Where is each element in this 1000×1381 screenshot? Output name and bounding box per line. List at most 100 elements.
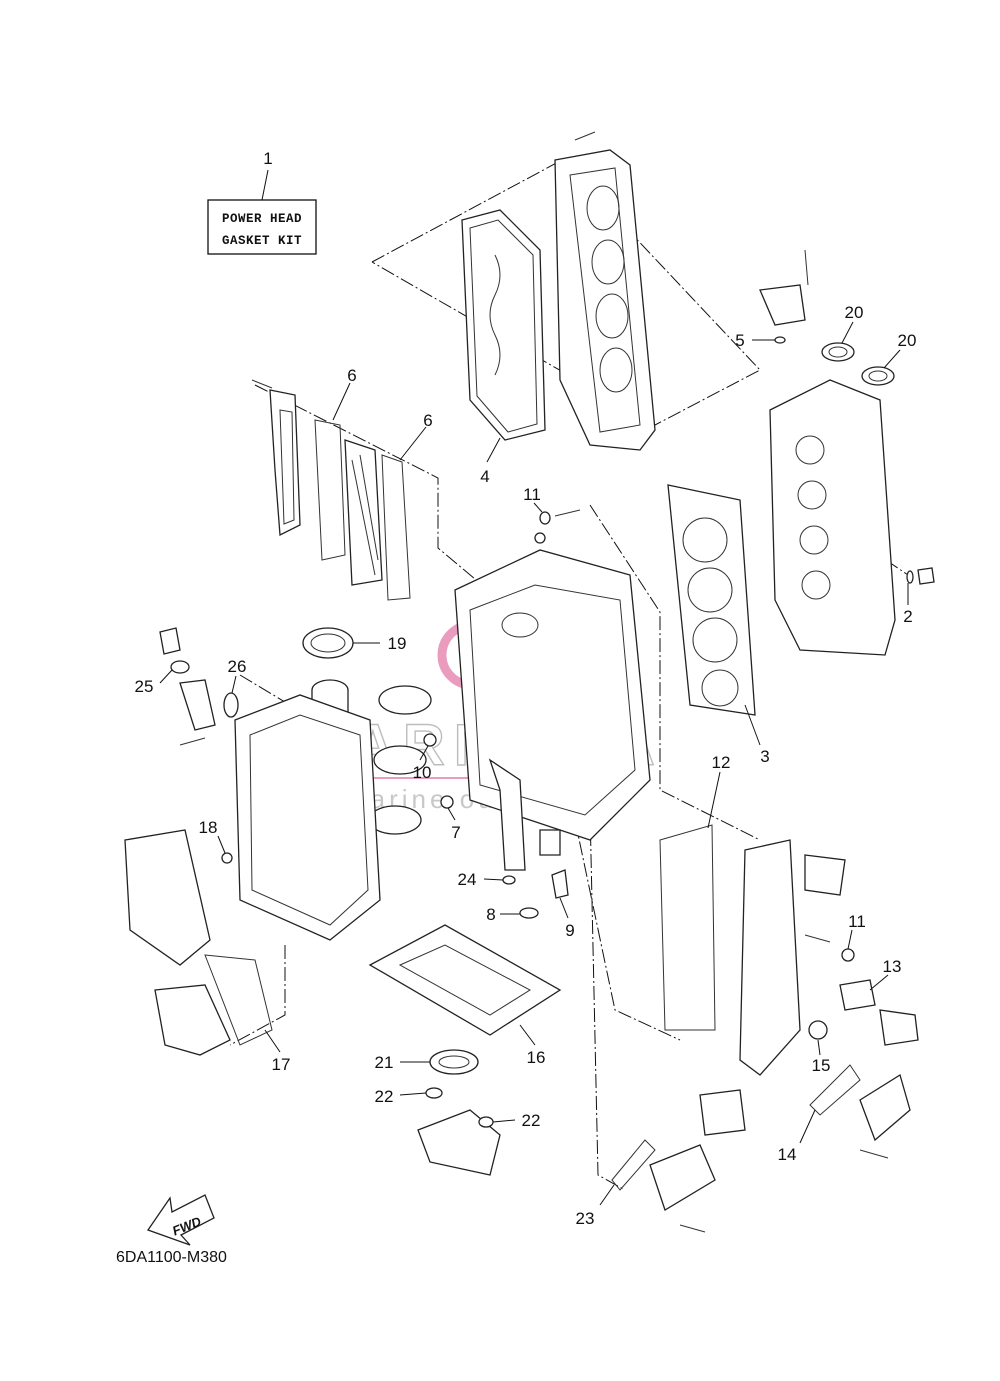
- callout-22b: 22: [522, 1111, 541, 1130]
- o-ring-11-part: [534, 509, 581, 544]
- callout-10: 10: [413, 763, 432, 782]
- leader-lines: [159, 169, 909, 1206]
- leader-20b: [883, 349, 901, 369]
- valve-cover-part: [554, 131, 656, 451]
- callout-13: 13: [883, 957, 902, 976]
- kit-label-line1: POWER HEAD: [222, 212, 302, 226]
- thermostat-13-part: [839, 979, 919, 1046]
- callout-15: 15: [812, 1056, 831, 1075]
- callout-8: 8: [486, 905, 495, 924]
- side-cover-gasket-part: [659, 824, 716, 1031]
- plug-2-part: [906, 567, 935, 585]
- callout-3: 3: [760, 747, 769, 766]
- exhaust-plate-part: [344, 439, 383, 586]
- cylinder-head-part: [759, 249, 896, 656]
- crankcase-part: [234, 694, 381, 941]
- callout-16: 16: [527, 1048, 546, 1067]
- callout-12: 12: [712, 753, 731, 772]
- oil-seal-20a-part: [821, 342, 855, 362]
- callout-1: 1: [263, 149, 272, 168]
- assembly-line-exhaust-cover: [254, 384, 501, 601]
- callout-26: 26: [228, 657, 247, 676]
- callout-25: 25: [135, 677, 154, 696]
- callout-numbers: 1 2 3 4 5 6 6 7 8 9 10 11 11 12 13 14 15…: [135, 149, 917, 1228]
- leader-12: [707, 771, 721, 829]
- power-head-gasket-kit-label: POWER HEAD GASKET KIT: [207, 199, 317, 255]
- o-ring-10-part: [423, 733, 437, 747]
- drawing-code: 6DA1100-M380: [116, 1249, 227, 1266]
- leader-18: [217, 835, 226, 854]
- callout-18: 18: [199, 818, 218, 837]
- callout-2: 2: [903, 607, 912, 626]
- oil-pump-part: [417, 1049, 501, 1176]
- exhaust-gasket-left-part: [314, 419, 346, 561]
- oil-filter-part: [611, 1089, 746, 1233]
- assembly-line-oil-filter: [589, 809, 626, 1191]
- leader-11b: [847, 929, 853, 950]
- gasket-14-part: [809, 1064, 911, 1159]
- oil-seal-19-part: [302, 627, 354, 659]
- valve-cover-gasket-part: [461, 209, 546, 441]
- kit-label-line2: GASKET KIT: [222, 234, 302, 248]
- cylinder-block-part: [454, 549, 651, 871]
- oil-seal-20b-part: [861, 366, 895, 386]
- callout-14: 14: [778, 1145, 797, 1164]
- leader-10: [419, 745, 429, 761]
- callout-23: 23: [576, 1209, 595, 1228]
- leader-1: [261, 169, 269, 201]
- leader-17: [264, 1029, 281, 1053]
- callout-20b: 20: [898, 331, 917, 350]
- leader-22b: [492, 1119, 516, 1123]
- lower-cover-part: [124, 829, 231, 1056]
- assembly-line-bottom-cover: [229, 945, 286, 1046]
- kit-label-box: [207, 199, 317, 255]
- assembly-line-head: [589, 504, 761, 841]
- o-ring-24-part: [502, 875, 516, 885]
- callout-11b: 11: [848, 912, 866, 931]
- leader-24: [483, 878, 504, 881]
- exhaust-gasket-right-part: [381, 454, 411, 601]
- leader-26: [231, 675, 237, 694]
- cylinder-head-gasket-part: [667, 484, 756, 716]
- o-ring-7-part: [440, 795, 454, 809]
- leader-4: [486, 437, 501, 463]
- forward-direction-arrow: FWD: [146, 1194, 215, 1246]
- o-ring-18-part: [221, 852, 233, 864]
- callout-6b: 6: [423, 411, 432, 430]
- assembly-line-side-cover: [574, 819, 681, 1041]
- leader-11a: [533, 502, 543, 513]
- callout-19: 19: [388, 634, 407, 653]
- leader-6b: [399, 426, 427, 461]
- leader-14: [799, 1109, 816, 1144]
- leader-7: [447, 807, 456, 821]
- exhaust-cover-part: [251, 379, 301, 537]
- leader-3: [744, 704, 761, 746]
- callout-20a: 20: [845, 303, 864, 322]
- leader-13: [869, 974, 889, 991]
- leader-20a: [841, 321, 854, 344]
- o-ring-8-part: [519, 907, 539, 919]
- callout-7: 7: [451, 823, 460, 842]
- leader-6a: [332, 382, 351, 421]
- callout-11a: 11: [523, 485, 541, 504]
- leader-25: [159, 669, 173, 684]
- side-cover-part: [739, 839, 846, 1076]
- callout-24: 24: [458, 870, 477, 889]
- leader-23: [599, 1184, 615, 1206]
- callout-9: 9: [565, 921, 574, 940]
- callout-17: 17: [272, 1055, 291, 1074]
- leader-9: [559, 897, 569, 919]
- leader-16: [519, 1024, 536, 1046]
- callout-22a: 22: [375, 1087, 394, 1106]
- assembly-line-crankcase: [239, 674, 291, 706]
- o-ring-5-part: [774, 336, 786, 344]
- seal-15-part: [808, 1020, 828, 1040]
- leader-22a: [399, 1092, 427, 1096]
- lower-cover-gasket-part: [204, 954, 273, 1046]
- callout-5: 5: [735, 331, 744, 350]
- plug-25-part: [159, 627, 216, 746]
- exhaust-manifold-gasket-part: [368, 924, 562, 1036]
- leader-15: [817, 1039, 821, 1056]
- callout-4: 4: [480, 467, 489, 486]
